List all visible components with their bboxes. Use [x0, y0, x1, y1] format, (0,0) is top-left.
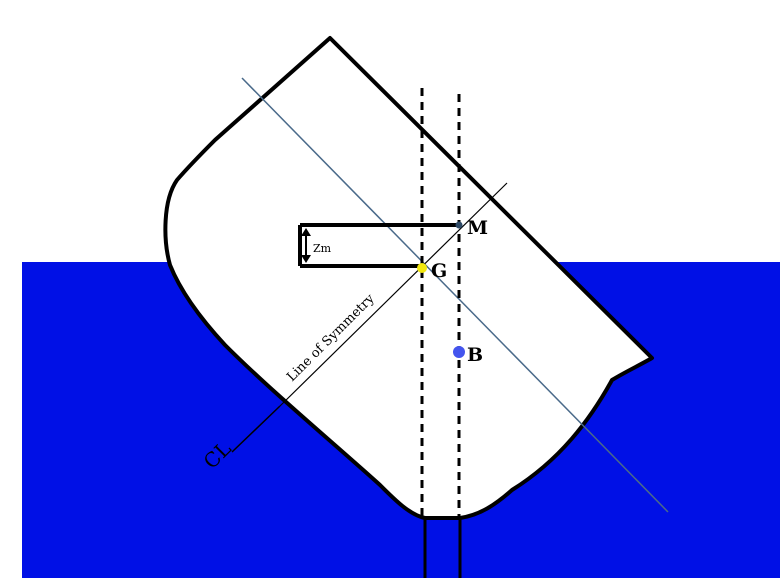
- zm-label: Zm: [313, 242, 332, 255]
- center-of-buoyancy-label: B: [467, 344, 483, 366]
- center-of-gravity-label: G: [431, 260, 447, 282]
- diagonal-line: [241, 77, 669, 513]
- line-of-symmetry: [279, 182, 508, 407]
- hull-outline: [163, 36, 654, 520]
- centerline-extension: [231, 405, 281, 453]
- center-of-buoyancy-point: [453, 346, 465, 358]
- metacenter-point: [455, 221, 463, 229]
- zm-arrow-down-icon: [301, 255, 311, 263]
- metacenter-label: M: [467, 217, 488, 239]
- zm-arrow-up-icon: [301, 228, 311, 236]
- center-of-gravity-point: [417, 263, 427, 273]
